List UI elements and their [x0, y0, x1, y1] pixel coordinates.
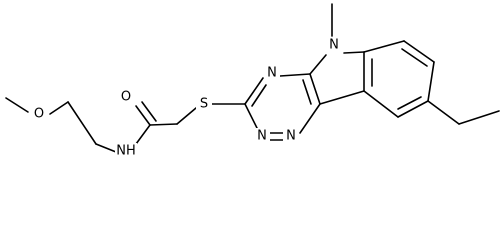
bond-c6-c7 — [403, 40, 435, 63]
bond-c9b-n1 — [299, 103, 321, 134]
atom-s-thioether-label: S — [200, 97, 208, 112]
atom-o-methoxy: O — [31, 106, 47, 122]
atom-n-ring-b-label: N — [257, 129, 267, 144]
atom-n-ring-c-label: N — [286, 129, 296, 144]
bond-c3-n2 — [244, 77, 264, 105]
bond-ch2-ch2 — [67, 101, 97, 145]
atom-s-thioether: S — [196, 96, 212, 112]
bond-c4a-c9b — [309, 73, 321, 105]
bond-carbonyl-ch2 — [149, 123, 178, 126]
bond-carbonyl-o-1 — [135, 105, 151, 126]
bond-c7-c8 — [427, 61, 435, 102]
bond-c6-c7-inner — [401, 48, 428, 67]
molecule-structure-diagram: O NH O S N N N N — [5, 3, 500, 160]
bond-n-carbonyl — [135, 124, 151, 145]
bond-c5a-c6 — [363, 40, 405, 53]
bond-c8-ch2 — [427, 100, 460, 125]
bond-ch2-ch3 — [458, 110, 500, 125]
bond-c8-c9 — [397, 100, 429, 118]
bond-ch2-s — [176, 107, 197, 125]
bond-c4a-n5 — [309, 54, 327, 75]
bond-n4-c3 — [244, 103, 259, 131]
atom-o-methoxy-label: O — [34, 107, 44, 122]
atom-n-amide-label: NH — [116, 144, 136, 159]
bond-c9-c9a — [363, 90, 399, 118]
atom-o-carbonyl: O — [118, 89, 134, 105]
atom-n-amide: NH — [115, 143, 137, 160]
atom-n-ring-a: N — [264, 65, 280, 81]
atom-n-ring-b: N — [254, 128, 270, 144]
atom-n-indole-label: N — [329, 38, 339, 53]
atom-n-indole: N — [326, 37, 342, 53]
bond-c8-c9-inner — [397, 96, 422, 110]
atom-n-ring-a-label: N — [267, 66, 277, 81]
bond-c9a-c9b — [319, 90, 365, 105]
bond-c3-n2-inner — [251, 84, 267, 107]
bond-carbonyl-o-2 — [141, 101, 157, 122]
bond-c4a-c9b-inner — [302, 79, 312, 105]
bond-n5-c5a — [343, 51, 365, 54]
bond-methyl-o — [5, 97, 29, 113]
atom-labels: O NH O S N N N N — [31, 37, 342, 160]
atom-n-ring-c: N — [283, 128, 299, 144]
bonds — [5, 3, 500, 153]
atom-o-carbonyl-label: O — [121, 90, 131, 105]
bond-n2-c4a — [279, 73, 311, 77]
bond-o-ch2 — [49, 101, 69, 115]
bond-ch2-n — [95, 143, 117, 153]
